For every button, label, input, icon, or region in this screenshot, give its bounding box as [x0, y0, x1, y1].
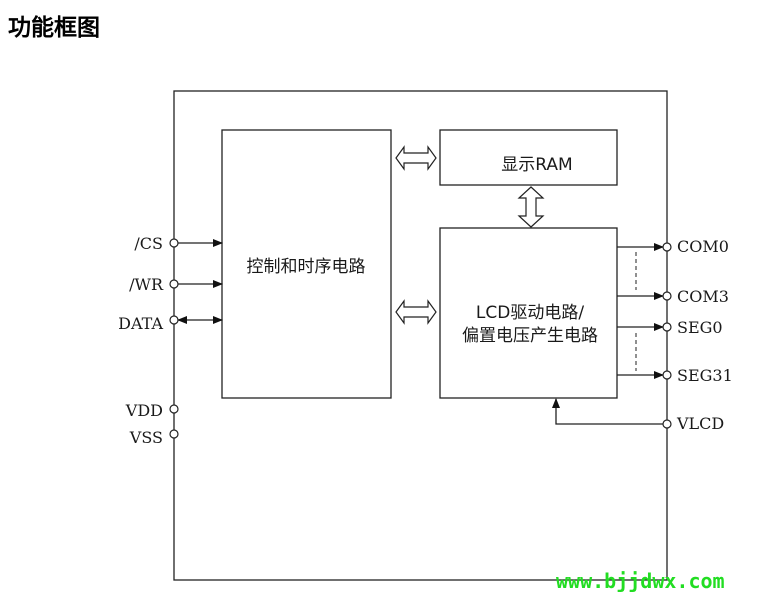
pin-data: DATA [118, 314, 223, 333]
pin-cs: /CS [134, 234, 223, 253]
control-timing-block: 控制和时序电路 [221, 129, 392, 399]
watermark: www.bjjdwx.com [556, 569, 725, 593]
pin-vlcd: VLCD [552, 398, 724, 433]
pin-label-seg0: SEG0 [677, 318, 723, 337]
pin-label-vlcd: VLCD [676, 414, 724, 433]
pin-label-data: DATA [118, 314, 163, 333]
lcd-block-label-line1: LCD驱动电路/ [476, 303, 584, 323]
pin-label-wr: /WR [129, 275, 164, 294]
pin-label-vdd: VDD [125, 401, 163, 420]
pin-com3: COM3 [617, 287, 729, 306]
chip-outline [173, 90, 668, 581]
pin-label-com0: COM0 [677, 237, 729, 256]
pin-seg0: SEG0 [617, 318, 723, 337]
pin-vss: VSS [129, 428, 179, 447]
display-ram-block: 显示RAM [439, 129, 618, 186]
ram-block-label: 显示RAM [501, 155, 572, 175]
bus-arrow-ram-lcd [517, 186, 545, 228]
lcd-block-label-line2: 偏置电压产生电路 [462, 326, 598, 346]
pin-label-vss: VSS [129, 428, 163, 447]
pin-com0: COM0 [617, 237, 729, 256]
pin-label-cs: /CS [134, 234, 163, 253]
pin-seg31: SEG31 [617, 366, 733, 385]
bus-arrow-control-lcd [395, 299, 437, 325]
pin-vdd: VDD [125, 401, 179, 420]
page-title: 功能框图 [8, 14, 100, 41]
lcd-driver-block: LCD驱动电路/ 偏置电压产生电路 [439, 227, 618, 399]
pin-wr: /WR [129, 275, 223, 294]
pin-label-seg31: SEG31 [677, 366, 733, 385]
pin-label-com3: COM3 [677, 287, 729, 306]
bus-arrow-control-ram [395, 145, 437, 171]
control-block-label: 控制和时序电路 [247, 257, 366, 277]
